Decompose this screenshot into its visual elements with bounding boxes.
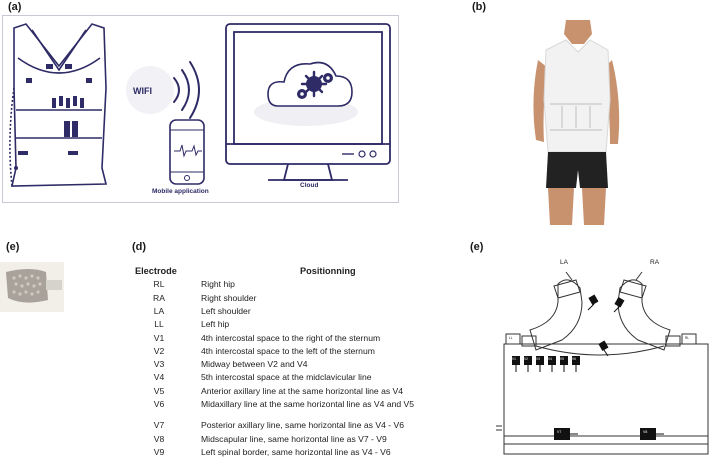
electrode-code: RL <box>153 279 165 289</box>
electrode-code: V6 <box>153 399 165 409</box>
panel-label-b: (b) <box>472 1 487 13</box>
electrode-position: Left hip <box>201 319 230 329</box>
electrode-code: V2 <box>153 346 165 356</box>
electrode-position: Right shoulder <box>201 293 257 303</box>
wifi-bubble <box>126 66 174 114</box>
panel-label-e-left: (e) <box>6 241 20 253</box>
panel-label-d: (d) <box>132 241 147 253</box>
wifi-signal-icon <box>173 61 200 119</box>
electrode-code: V5 <box>153 386 165 396</box>
electrode-position: Left spinal border, same horizontal line… <box>201 447 391 457</box>
strip-label-v1: V1 <box>512 357 516 361</box>
small-label-v8: V8 <box>643 430 648 434</box>
electrode-code: LA <box>153 306 165 316</box>
electrode-header: Electrode <box>135 266 177 276</box>
electrode-code: V1 <box>153 333 165 343</box>
small-label-ll: LL <box>509 336 513 340</box>
ra-label: RA <box>650 259 660 266</box>
electrode-code: V9 <box>153 447 165 457</box>
electrode-position: Left shoulder <box>201 306 251 316</box>
electrode-code: V4 <box>153 372 165 382</box>
strip-label-v4: V4 <box>548 357 552 361</box>
cloud-label: Cloud <box>300 182 319 189</box>
electrode-code: LL <box>154 319 164 329</box>
vest-electrode-diagram <box>496 271 709 455</box>
electrode-position: Midscapular line, same horizontal line a… <box>201 434 387 444</box>
phone-icon <box>169 119 205 185</box>
panel-label-a: (a) <box>8 1 22 13</box>
torso-photo <box>533 20 620 225</box>
electrode-position: Midaxillary line at the same horizontal … <box>201 399 415 409</box>
electrode-position: Anterior axillary line at the same horiz… <box>201 386 404 396</box>
electrode-position: 4th intercostal space to the left of the… <box>201 346 375 356</box>
small-label-v7: V7 <box>557 430 562 434</box>
panel-label-e-right: (e) <box>470 241 484 253</box>
electrode-code: V3 <box>153 359 165 369</box>
electrode-position: Posterior axillary line, same horizontal… <box>201 420 404 430</box>
electrode-photo <box>0 262 64 312</box>
electrode-position: Midway between V2 and V4 <box>201 359 308 369</box>
la-label: LA <box>560 259 568 266</box>
strip-label-v2: V2 <box>524 357 528 361</box>
electrode-code: V8 <box>153 434 165 444</box>
cloud-monitor <box>225 23 391 181</box>
electrode-position: Right hip <box>201 279 235 289</box>
wifi-label: WIFI <box>133 86 152 96</box>
strip-label-v6: V6 <box>572 357 576 361</box>
mobile-app-label: Mobile application <box>152 188 209 195</box>
electrode-position: 5th intercostal space at the midclavicul… <box>201 372 372 382</box>
strip-label-v5: V5 <box>560 357 564 361</box>
electrode-position: 4th intercostal space to the right of th… <box>201 333 381 343</box>
small-label-rl: RL <box>685 336 690 340</box>
positioning-header: Positionning <box>300 266 356 276</box>
vest-drawing <box>9 23 108 187</box>
strip-label-v3: V3 <box>536 357 540 361</box>
electrode-code: RA <box>153 293 165 303</box>
electrode-code: V7 <box>153 420 165 430</box>
